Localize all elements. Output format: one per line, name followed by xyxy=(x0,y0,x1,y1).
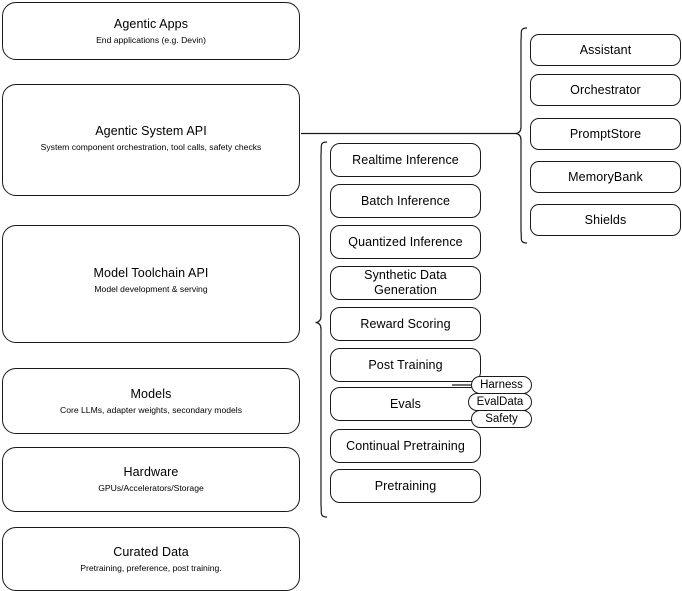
component-label: Orchestrator xyxy=(570,82,641,97)
layer-title: Models xyxy=(130,386,172,401)
layer-subtitle: End applications (e.g. Devin) xyxy=(96,34,206,45)
layer-curated-data[interactable]: Curated Data Pretraining, preference, po… xyxy=(2,527,300,591)
layer-title: Hardware xyxy=(123,465,179,479)
toolchain-synthetic-data-generation[interactable]: Synthetic Data Generation xyxy=(330,266,481,300)
eval-pill-evaldata[interactable]: EvalData xyxy=(468,393,532,411)
component-label: Evals xyxy=(389,396,422,411)
brace-system-components xyxy=(515,27,528,244)
layer-subtitle: GPUs/Accelerators/Storage xyxy=(98,483,204,493)
system-component-assistant[interactable]: Assistant xyxy=(530,34,681,66)
component-label: Quantized Inference xyxy=(348,234,463,249)
component-label: Shields xyxy=(584,212,627,227)
component-label: Synthetic Data Generation xyxy=(364,268,447,297)
layer-title: Curated Data xyxy=(113,544,189,559)
toolchain-pretraining[interactable]: Pretraining xyxy=(330,469,481,503)
component-label: Reward Scoring xyxy=(360,316,451,331)
layer-subtitle: Core LLMs, adapter weights, secondary mo… xyxy=(60,404,242,415)
component-label: Realtime Inference xyxy=(352,152,459,167)
toolchain-reward-scoring[interactable]: Reward Scoring xyxy=(330,307,481,341)
eval-pill-safety[interactable]: Safety xyxy=(471,410,532,428)
toolchain-continual-pretraining[interactable]: Continual Pretraining xyxy=(330,429,481,463)
system-component-shields[interactable]: Shields xyxy=(530,204,681,236)
layer-agentic-apps[interactable]: Agentic Apps End applications (e.g. Devi… xyxy=(2,2,300,60)
layer-subtitle: Model development & serving xyxy=(94,284,208,294)
pill-label: Harness xyxy=(480,378,523,391)
component-label: Continual Pretraining xyxy=(346,438,465,453)
toolchain-realtime-inference[interactable]: Realtime Inference xyxy=(330,143,481,177)
layer-model-toolchain-api[interactable]: Model Toolchain API Model development & … xyxy=(2,225,300,343)
layer-models[interactable]: Models Core LLMs, adapter weights, secon… xyxy=(2,368,300,434)
component-label: Assistant xyxy=(579,42,632,57)
layer-title: Model Toolchain API xyxy=(93,266,209,280)
system-component-promptstore[interactable]: PromptStore xyxy=(530,118,681,150)
toolchain-evals[interactable]: Evals xyxy=(330,387,481,421)
pill-label: EvalData xyxy=(476,395,524,408)
layer-subtitle: System component orchestration, tool cal… xyxy=(40,142,262,152)
toolchain-post-training[interactable]: Post Training xyxy=(330,348,481,382)
layer-hardware[interactable]: Hardware GPUs/Accelerators/Storage xyxy=(2,447,300,512)
component-label: MemoryBank xyxy=(568,169,643,184)
layer-subtitle: Pretraining, preference, post training. xyxy=(80,562,222,573)
component-label: Batch Inference xyxy=(360,193,451,208)
system-component-orchestrator[interactable]: Orchestrator xyxy=(530,74,681,106)
pill-label: Safety xyxy=(485,412,518,425)
brace-toolchain-components xyxy=(315,141,328,518)
layer-title: Agentic System API xyxy=(95,124,207,138)
system-component-memorybank[interactable]: MemoryBank xyxy=(530,161,681,193)
layer-title: Agentic Apps xyxy=(113,16,189,31)
component-label: PromptStore xyxy=(569,126,642,141)
component-label: Post Training xyxy=(368,357,443,372)
layer-agentic-system-api[interactable]: Agentic System API System component orch… xyxy=(2,84,300,196)
eval-pill-harness[interactable]: Harness xyxy=(471,376,532,394)
component-label: Pretraining xyxy=(374,478,437,493)
toolchain-batch-inference[interactable]: Batch Inference xyxy=(330,184,481,218)
toolchain-quantized-inference[interactable]: Quantized Inference xyxy=(330,225,481,259)
